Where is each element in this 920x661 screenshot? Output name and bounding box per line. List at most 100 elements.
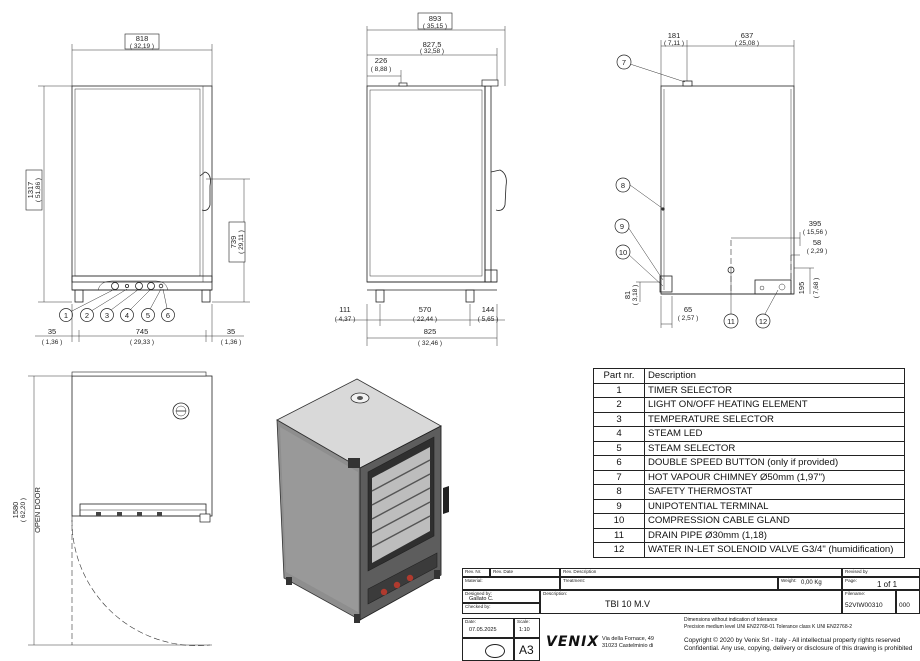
tb-rev-code: 000 xyxy=(899,602,910,609)
tb-copyright-2: Confidential. Any use, copying, delivery… xyxy=(684,645,913,652)
tb-revised-by: Revised by xyxy=(845,569,868,574)
front-side-right-in: ( 1,36 ) xyxy=(221,339,242,346)
part-desc: STEAM LED xyxy=(644,426,905,442)
side-body-width: 827,5 xyxy=(423,40,442,49)
tb-filename-label: Filename: xyxy=(845,591,866,596)
callout-5: 5 xyxy=(146,311,150,320)
callout-11: 11 xyxy=(727,317,735,326)
front-height-total-in: ( 51,86 ) xyxy=(35,178,42,202)
part-nr: 4 xyxy=(593,426,645,442)
tb-rev-date: Rev. Date xyxy=(493,569,514,574)
rear-drain-x: 65 xyxy=(684,305,692,314)
side-chimney-offset-in: ( 8,88 ) xyxy=(371,66,392,73)
part-desc: COMPRESSION CABLE GLAND xyxy=(644,513,905,529)
rear-view: 181 ( 7,11 ) 637 ( 25,08 ) 395 ( 15,56 )… xyxy=(614,31,827,329)
tb-designed-by: Gallato C. xyxy=(469,596,494,602)
callout-9: 9 xyxy=(620,222,624,231)
rear-inlet-x: 395 xyxy=(809,219,822,228)
side-body-width-in: ( 32,58 ) xyxy=(420,48,444,55)
tb-page-label: Page: xyxy=(845,578,858,583)
rear-inlet-dx: 58 xyxy=(813,238,821,247)
part-nr: 12 xyxy=(593,542,645,558)
rear-chimney-w: 637 xyxy=(741,31,754,40)
tb-designed-by-label: Designed by: xyxy=(465,591,492,596)
tb-rev-nr: Rev. Nr. xyxy=(465,569,482,574)
part-desc: DRAIN PIPE Ø30mm (1,18) xyxy=(644,527,905,543)
part-desc: UNIPOTENTIAL TERMINAL xyxy=(644,498,905,514)
part-nr: 11 xyxy=(593,527,645,543)
side-feet-height-in: ( 4,37 ) xyxy=(335,316,356,323)
callout-4: 4 xyxy=(125,311,129,320)
tb-brand: VENIX xyxy=(546,634,600,650)
part-desc: WATER IN-LET SOLENOID VALVE G3/4" (humid… xyxy=(644,542,905,558)
side-feet-spacing: 570 xyxy=(419,305,432,314)
brand-logo-icon: VENIX xyxy=(546,634,600,652)
callout-1: 1 xyxy=(64,311,68,320)
tb-tolerance-2: Precision medium level UNI EN22768-01 To… xyxy=(684,624,853,630)
callout-8: 8 xyxy=(621,181,625,190)
top-door-label: OPEN DOOR xyxy=(33,486,42,532)
part-desc: SAFETY THERMOSTAT xyxy=(644,484,905,500)
part-nr: 10 xyxy=(593,513,645,529)
part-desc: HOT VAPOUR CHIMNEY Ø50mm (1,97") xyxy=(644,469,905,485)
top-door-swing: 1580 xyxy=(11,502,20,519)
front-inner-width-in: ( 29,33 ) xyxy=(130,339,154,346)
top-door-swing-in: ( 62,20 ) xyxy=(20,498,27,522)
tb-treatment: Treatment: xyxy=(563,578,586,583)
tb-filename: 52VIW00310 xyxy=(845,602,883,609)
side-depth-in: ( 32,46 ) xyxy=(418,340,442,347)
side-chimney-offset: 226 xyxy=(375,56,388,65)
top-view: 1580 ( 62,20 ) OPEN DOOR xyxy=(11,371,213,646)
rear-drain-h-in: ( 3,18 ) xyxy=(632,285,639,306)
part-nr: 7 xyxy=(593,469,645,485)
rear-chimney-w-in: ( 25,08 ) xyxy=(735,40,759,47)
tb-scale-label: Scale: xyxy=(517,619,530,624)
tb-date: 07.05.2025 xyxy=(469,627,497,633)
isometric-view xyxy=(276,378,449,623)
front-handle-height: 739 xyxy=(229,236,238,249)
part-nr: 1 xyxy=(593,382,645,398)
tb-copyright-1: Copyright © 2020 by Venix Srl - Italy - … xyxy=(684,637,901,644)
part-desc: TIMER SELECTOR xyxy=(644,382,905,398)
callout-12: 12 xyxy=(759,317,767,326)
rear-chimney-x-in: ( 7,11 ) xyxy=(664,40,684,47)
tb-description: TBI 10 M.V xyxy=(605,599,651,609)
front-side-left-in: ( 1,36 ) xyxy=(42,339,63,346)
front-width-total-in: ( 32,19 ) xyxy=(130,43,154,50)
rear-drain-h: 81 xyxy=(623,291,632,299)
part-nr: 6 xyxy=(593,455,645,471)
front-height-total: 1317 xyxy=(26,182,35,199)
part-nr: 3 xyxy=(593,411,645,427)
front-side-right: 35 xyxy=(227,327,235,336)
side-width-total: 893 xyxy=(429,14,442,23)
side-feet-height: 111 xyxy=(339,305,350,314)
rear-inlet-x-in: ( 15,56 ) xyxy=(803,229,827,236)
tb-date-label: Date: xyxy=(465,619,476,624)
title-block: Rev. Nr. Rev. Date Rev. Description Revi… xyxy=(462,568,920,661)
front-view: 818 ( 32,19 ) 1317 ( 51,86 ) 739 ( 29,11… xyxy=(25,33,250,346)
tb-weight-label: Weight: xyxy=(781,578,797,583)
side-rear-offset: 144 xyxy=(482,305,495,314)
part-desc: STEAM SELECTOR xyxy=(644,440,905,456)
front-handle-height-in: ( 29,11 ) xyxy=(238,230,245,254)
callout-3: 3 xyxy=(105,311,109,320)
tb-scale: 1:10 xyxy=(519,627,530,633)
front-inner-width: 745 xyxy=(136,327,149,336)
part-desc: TEMPERATURE SELECTOR xyxy=(644,411,905,427)
tb-address-1: Via della Fornace, 49 xyxy=(602,636,654,642)
tb-checked-by: Checked by: xyxy=(465,604,491,609)
front-width-total: 818 xyxy=(136,34,149,43)
rear-chimney-x: 181 xyxy=(668,31,681,40)
